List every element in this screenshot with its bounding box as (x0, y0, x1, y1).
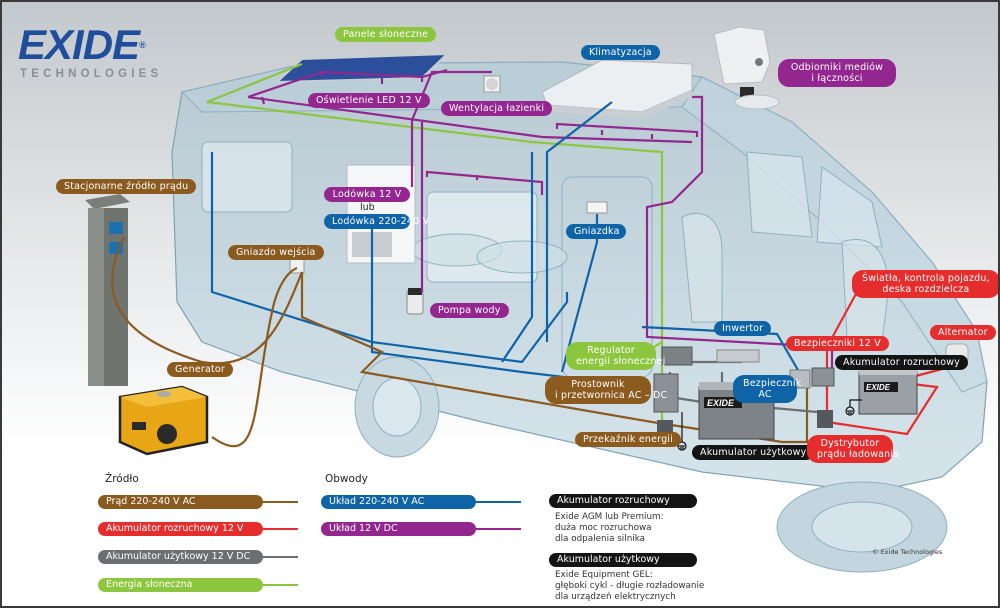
legend-circuit-dc: Układ 12 V DC (321, 522, 521, 536)
charger-unit (653, 373, 679, 413)
callout-led-lighting: Oświetlenie LED 12 V (308, 93, 430, 108)
legend-source-starter: Akumulator rozruchowy 12 V DC (98, 522, 298, 548)
callout-solar-panels: Panele słoneczne (335, 27, 437, 42)
callout-starter-battery: Akumulator rozruchowy (835, 355, 968, 370)
satellite-antenna (713, 26, 780, 110)
legend-circuit-ac: Układ 220-240 V AC (321, 495, 521, 509)
callout-charge-distributor: Dystrybutor prądu ładowania (807, 435, 899, 463)
sockets-icon (586, 201, 608, 214)
callout-stationary-power: Stacjonarne źródło prądu (56, 179, 197, 194)
callout-ac-fuse: Bezpiecznik AC (733, 375, 801, 403)
starter-battery-brand: EXIDE (866, 383, 891, 392)
charge-distributor-unit (817, 410, 833, 428)
callout-inverter: Inwertor (714, 321, 772, 336)
callout-charger-converter: Prostownik i przetwornica AC – DC (545, 376, 667, 404)
callout-inlet-socket: Gniazdo wejścia (228, 245, 324, 260)
info-starter-battery-body: Exide AGM lub Premium: duża moc rozrucho… (555, 512, 664, 544)
callout-alternator: Alternator (930, 325, 996, 340)
legend-source-title: Źródło (105, 473, 139, 485)
info-starter-battery-title: Akumulator rozruchowy (549, 494, 697, 508)
callout-air-conditioning: Klimatyzacja (581, 45, 660, 60)
legend-source-leisure: Akumulator użytkowy 12 V DC (98, 550, 298, 564)
ground-icon (677, 399, 862, 451)
callout-power-relay: Przekaźnik energii (575, 432, 681, 447)
ac-wiring (210, 101, 803, 389)
generator (118, 385, 209, 456)
inverter-unit (716, 349, 760, 363)
fridge-or-label: lub (360, 202, 375, 213)
copyright: © Exide Technologies (872, 548, 943, 556)
callout-media-receivers: Odbiorniki mediów i łączności (778, 59, 896, 87)
callout-leisure-battery: Akumulator użytkowy (692, 445, 815, 460)
callout-fridge-230v: Lodówka 220-240 V (324, 214, 429, 229)
exide-logo: EXIDE® (18, 21, 146, 68)
side-window-rear (201, 141, 293, 213)
cab-window (746, 151, 813, 238)
legend-source-mains: Prąd 220-240 V AC (98, 495, 298, 509)
front-wheel (776, 481, 948, 573)
solar-regulator-unit (661, 346, 693, 366)
mains-wiring (111, 236, 809, 448)
info-leisure-battery-title: Akumulator użytkowy (549, 553, 697, 567)
legend-circuits-title: Obwody (325, 473, 368, 485)
callout-bathroom-vent: Wentylacja łazienki (441, 101, 553, 116)
callout-solar-regulator: Regulator energii słonecznej (566, 342, 665, 370)
callout-fuses-12v: Bezpieczniki 12 V (786, 336, 889, 351)
fuses-12v-unit (811, 367, 835, 387)
stationary-power-pole (85, 194, 130, 386)
callout-water-pump: Pompa wody (430, 303, 509, 318)
starter-battery: EXIDE (858, 368, 918, 415)
callout-fridge-12v: Lodówka 12 V (324, 187, 410, 202)
callout-generator: Generator (167, 362, 234, 377)
callout-vehicle-lights: Światła, kontrola pojazdu, deska rozdzie… (852, 270, 998, 298)
callout-sockets: Gniazdka (566, 224, 626, 239)
leisure-battery-brand: EXIDE (707, 398, 735, 408)
exide-logo-subtitle: TECHNOLOGIES (20, 68, 163, 80)
legend-source-solar: Energia słoneczna (98, 578, 298, 592)
info-leisure-battery-body: Exide Equipment GEL: głęboki cykl - dług… (555, 570, 705, 602)
